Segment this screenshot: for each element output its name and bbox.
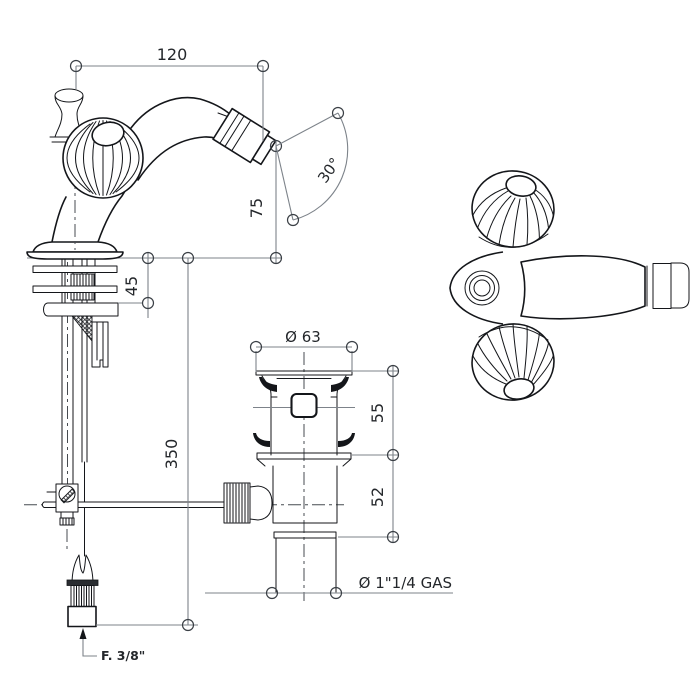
callout-supply-thread: F. 3/8" [79,628,145,663]
dim-waste-flange: Ø 63 [249,328,359,372]
aerator-plan [646,262,690,309]
arrow-up-icon [79,628,87,639]
dimensions: 120 75 30° 45 [69,45,453,663]
plan-knob-bottom [471,323,555,401]
dim-label-52: 52 [368,487,387,507]
dim-label-350: 350 [162,439,181,470]
label-supply-thread: F. 3/8" [101,648,145,663]
dim-spout-height: 75 [247,139,283,265]
hose-connector-block [67,605,97,628]
knob-button-plan-bottom [503,378,535,400]
dim-label-45: 45 [122,276,141,296]
rod-adjuster [223,482,273,524]
body-column [26,152,139,260]
flex-hose [66,554,99,628]
top-view [449,170,690,401]
cartridge-cap [464,270,500,306]
lower-gasket-right [338,433,355,447]
mixer-body-outline [449,251,504,325]
clamp-bracket [43,302,119,317]
aerator-icon [212,107,277,166]
lower-gasket-left [253,433,270,447]
dim-label-dia63: Ø 63 [285,328,321,346]
hose-collar [66,579,99,586]
pop-up-rod-assembly [24,483,344,549]
handle-knob [62,117,144,199]
dim-supply-length: 350 [96,251,198,632]
waste-slot [290,392,318,419]
side-view [24,88,344,628]
base-shoulder [32,241,118,253]
under-deck-assembly [32,258,119,368]
label-waste-thread: Ø 1"1/4 GAS [359,574,452,592]
drain-assembly [223,352,355,601]
knob-button [91,121,125,147]
dim-waste-thread: Ø 1"1/4 GAS [205,574,453,600]
dim-spout-angle: 30° [275,106,349,227]
base-flange [26,251,124,260]
faucet-body [26,88,277,260]
dim-label-55: 55 [368,403,387,423]
washer-top [32,265,118,273]
dim-label-120: 120 [157,45,188,64]
washer-bottom [32,285,118,293]
dim-label-75: 75 [247,198,266,218]
dim-spout-reach: 120 [69,45,270,141]
plan-knob-top [471,170,555,248]
spout-plan [520,255,646,320]
dim-waste-heights: 55 52 [338,364,400,544]
knob-button-plan-top [505,175,537,197]
rod-guide-fork [91,321,109,368]
horizontal-rod [41,501,225,508]
dim-deck-clamp: 45 [118,251,155,318]
